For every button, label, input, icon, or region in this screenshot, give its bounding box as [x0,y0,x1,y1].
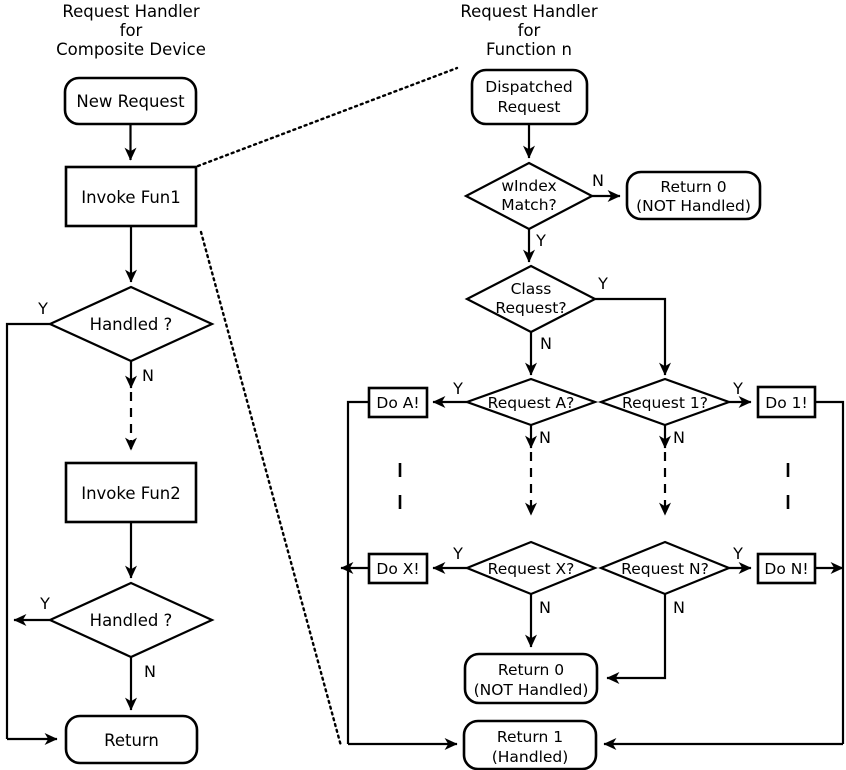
node-handled-2: Handled ? Y N [39,581,215,681]
node-invoke-fun1: Invoke Fun1 [64,165,198,228]
windex-yes-label: Y [535,231,546,250]
request-a-no-label: N [539,428,551,447]
class-request-yes-label: Y [597,274,608,293]
return0-top-line-2: (NOT Handled) [636,197,751,215]
class-request-no-label: N [540,334,552,353]
edge-do1-to-right-rail [815,400,845,744]
node-do-n: Do N! [756,552,817,585]
handled-2-label: Handled ? [90,611,173,630]
expansion-line-bottom [199,230,343,748]
node-request-n: Request N? Y N [598,540,743,617]
node-return0-bottom: Return 0 (NOT Handled) [463,652,599,705]
class-request-line-2: Request? [495,299,566,317]
do-n-shape [756,552,817,585]
node-invoke-fun2: Invoke Fun2 [64,461,198,524]
invoke-fun1-shape [64,165,198,228]
handled-1-label: Handled ? [90,315,173,334]
return0-top-shape [625,170,762,221]
right-column-title: Request Handler for Function n [460,2,597,59]
request-1-no-label: N [673,428,685,447]
return0-top-line-1: Return 0 [660,178,726,196]
do-n-label: Do N! [764,560,808,578]
do-1-label: Do 1! [765,394,807,412]
handled-2-no-label: N [144,662,156,681]
invoke-fun1-label: Invoke Fun1 [81,188,181,207]
left-title-line-3: Composite Device [56,40,206,59]
right-title-line-1: Request Handler [460,2,597,21]
node-return-left: Return [64,714,199,765]
request-n-label: Request N? [621,560,709,578]
edge-class-yes-to-request1 [595,297,671,376]
handled-1-no-label: N [142,366,154,385]
node-new-request: New Request [63,76,198,126]
do-a-label: Do A! [376,394,419,412]
handled-2-yes-label: Y [39,594,50,613]
return-left-shape [64,714,199,765]
class-request-line-1: Class [511,280,552,298]
edge-requestn-no-to-return0 [606,594,667,684]
request-n-yes-label: Y [732,544,743,563]
windex-yes-no-label-n: N [592,171,604,190]
windex-match-line-2: Match? [501,196,557,214]
edge-doa-to-left-rail [346,400,369,744]
right-title-line-2: for [518,21,541,40]
node-do-1: Do 1! [756,385,817,419]
return0-bottom-line-1: Return 0 [498,661,564,679]
node-return1: Return 1 (Handled) [462,719,598,770]
node-return0-top: Return 0 (NOT Handled) [625,170,762,221]
node-do-a: Do A! [367,386,429,419]
request-1-yes-label: Y [732,379,743,398]
edge-handled1-yes-rail [5,322,50,739]
do-x-label: Do X! [376,560,419,578]
left-title-line-2: for [120,21,143,40]
request-a-yes-label: Y [452,379,463,398]
return0-bottom-shape [463,652,599,705]
handled-1-yes-label: Y [37,299,48,318]
left-title-line-1: Request Handler [62,2,199,21]
dispatched-request-line-1: Dispatched [485,78,572,96]
return1-shape [462,719,598,770]
node-dispatched-request: Dispatched Request [470,68,589,126]
return1-line-2: (Handled) [492,748,569,766]
node-handled-1: Handled ? Y N [37,285,215,385]
request-x-label: Request X? [488,560,575,578]
expansion-line-top [196,66,459,168]
node-do-x: Do X! [367,552,429,585]
request-x-no-label: N [539,598,551,617]
windex-match-line-1: wIndex [501,177,556,195]
dispatched-request-line-2: Request [498,98,561,116]
request-n-no-label: N [673,598,685,617]
node-request-a: Request A? Y N [452,377,599,447]
do-a-shape [367,386,429,419]
return0-bottom-line-2: (NOT Handled) [474,681,589,699]
request-1-label: Request 1? [622,394,708,412]
node-class-request: Class Request? Y N [464,264,608,353]
invoke-fun2-label: Invoke Fun2 [81,484,181,503]
node-windex-match: wIndex Match? N Y [463,161,604,250]
new-request-label: New Request [76,92,185,111]
return1-line-1: Return 1 [497,728,563,746]
request-x-yes-label: Y [452,544,463,563]
return-left-label: Return [104,731,159,750]
request-a-label: Request A? [488,394,575,412]
node-request-x: Request X? Y N [452,540,598,617]
right-title-line-3: Function n [486,40,572,59]
left-column-title: Request Handler for Composite Device [56,2,206,59]
node-request-1: Request 1? Y N [597,377,743,447]
